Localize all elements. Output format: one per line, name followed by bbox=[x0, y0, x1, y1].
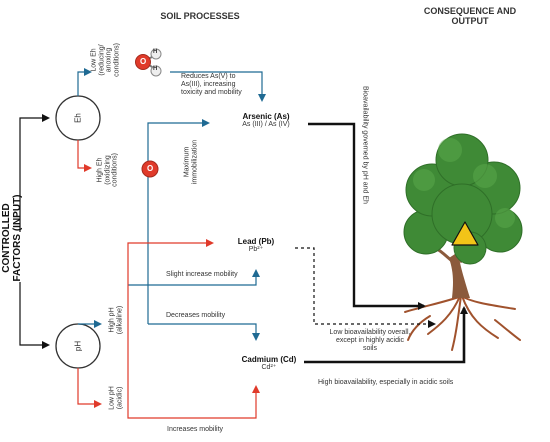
low-bio-line1: Low bioavailability overall, bbox=[329, 329, 411, 336]
cadmium-node: Cadmium (Cd) Cd²⁺ bbox=[234, 355, 304, 372]
high-ph-line1: High pH bbox=[108, 307, 116, 333]
lead-node: Lead (Pb) Pb²⁺ bbox=[226, 237, 286, 254]
maximum-line1: Maximum bbox=[183, 146, 191, 178]
warning-icon bbox=[451, 221, 479, 246]
high-eh-arrow bbox=[77, 140, 92, 172]
ph-node-label: pH bbox=[73, 340, 83, 352]
controlled-factors-line1: CONTROLLED bbox=[1, 203, 12, 273]
header-soil-processes: SOIL PROCESSES bbox=[160, 11, 240, 21]
bioavailability-governed-text: Bioavailability governed by pH and Eh bbox=[361, 86, 369, 204]
high-bioavailability-text: High bioavailability, especially in acid… bbox=[318, 379, 454, 386]
decreases-mobility-text: Decreases mobility bbox=[166, 312, 226, 319]
eh-node-label: Eh bbox=[73, 113, 83, 123]
reduces-arrow bbox=[170, 71, 266, 102]
cadmium-name: Cadmium (Cd) bbox=[241, 355, 297, 364]
reduces-text: Reduces As(V) to As(III), increasing tox… bbox=[181, 73, 242, 97]
reduces-line1: Reduces As(V) to bbox=[181, 73, 236, 80]
arsenic-output-arrow bbox=[308, 122, 426, 310]
maximum-immobilization-arrow bbox=[147, 119, 210, 324]
water-h1-letter: H bbox=[153, 49, 158, 55]
oxygen-letter: O bbox=[147, 164, 154, 173]
high-eh-label: High Eh (oxidizing conditions) bbox=[96, 153, 119, 187]
controlled-factors-line2: FACTORS (INPUT) bbox=[12, 194, 23, 282]
high-eh-line3: conditions) bbox=[111, 153, 119, 187]
slight-increase-arrow bbox=[128, 269, 260, 286]
low-ph-line2: (acidic) bbox=[116, 386, 123, 410]
low-bio-line2: except in highly acidic bbox=[335, 337, 405, 345]
maximum-line2: immobilization bbox=[191, 139, 198, 185]
decreases-mobility-arrow bbox=[148, 323, 260, 341]
low-bio-line3: soils bbox=[362, 345, 377, 353]
high-eh-line2: (oxidizing bbox=[104, 155, 112, 185]
header-consequence-line2: OUTPUT bbox=[451, 16, 489, 27]
oxygen-atom-icon bbox=[141, 160, 159, 178]
tree-illustration bbox=[403, 133, 523, 351]
water-molecule-icon bbox=[135, 48, 162, 77]
water-h2-letter: H bbox=[153, 66, 158, 72]
arsenic-name: Arsenic (As) bbox=[242, 112, 290, 121]
input-connectors bbox=[19, 114, 50, 349]
low-bioavailability-text: Low bioavailability overall, except in h… bbox=[318, 329, 422, 353]
high-ph-label: High pH (alkaline) bbox=[108, 306, 123, 334]
water-o-letter: O bbox=[140, 57, 147, 66]
cadmium-ion: Cd²⁺ bbox=[261, 364, 277, 372]
lead-ion: Pb²⁺ bbox=[248, 246, 264, 254]
low-eh-line4: conditions) bbox=[113, 43, 121, 77]
lead-output-arrow bbox=[295, 247, 436, 328]
low-ph-label: Low pH (acidic) bbox=[108, 386, 123, 410]
low-ph-line1: Low pH bbox=[108, 386, 116, 410]
high-eh-line1: High Eh bbox=[96, 157, 104, 183]
controlled-factors-label: CONTROLLED FACTORS (INPUT) bbox=[1, 194, 23, 281]
maximum-immobilization-text: Maximum immobilization bbox=[183, 140, 198, 184]
high-ph-line2: (alkaline) bbox=[116, 305, 123, 335]
low-ph-lead-arrow bbox=[127, 239, 214, 404]
header-consequence-line1: CONSEQUENCE AND bbox=[423, 6, 517, 16]
low-eh-arrow bbox=[77, 68, 92, 96]
slight-increase-text: Slight increase mobility bbox=[166, 271, 238, 278]
header-consequence: CONSEQUENCE AND OUTPUT bbox=[420, 6, 520, 27]
low-eh-line1: Low Eh bbox=[90, 48, 98, 72]
increases-mobility-arrow bbox=[127, 385, 260, 419]
low-eh-label: Low Eh (reducing/ anoxing conditions) bbox=[91, 43, 122, 77]
cadmium-output-arrow bbox=[304, 306, 468, 364]
lead-name: Lead (Pb) bbox=[237, 237, 275, 246]
low-eh-line3: anoxing bbox=[106, 47, 113, 73]
increases-mobility-text: Increases mobility bbox=[167, 426, 224, 433]
low-eh-line2: (reducing/ bbox=[98, 44, 106, 76]
low-ph-arrow bbox=[77, 368, 102, 408]
reduces-line2: As(III), increasing bbox=[181, 81, 236, 89]
arsenic-states: As (III) / As (IV) bbox=[242, 121, 290, 129]
arsenic-node: Arsenic (As) As (III) / As (IV) bbox=[226, 112, 306, 129]
reduces-line3: toxicity and mobility bbox=[181, 89, 242, 97]
